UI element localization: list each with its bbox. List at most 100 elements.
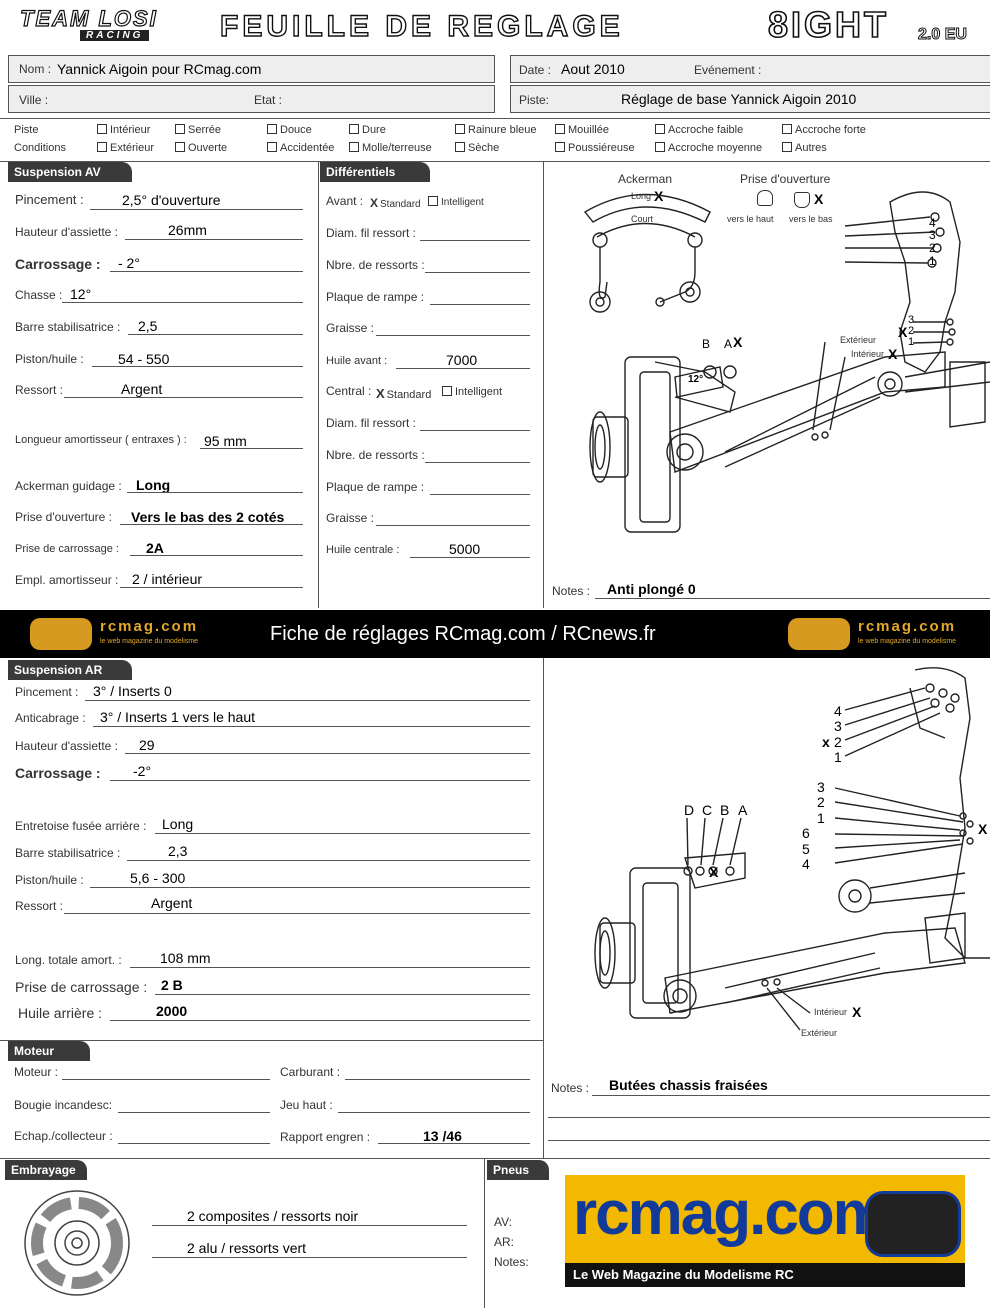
rd-top-num-1: 3 — [834, 718, 842, 734]
rear-suspension-drawing — [594, 667, 990, 1031]
ar-label-9: Prise de carrossage : — [15, 979, 148, 995]
diff-avant-intelligent[interactable]: Intelligent — [428, 196, 484, 208]
brand-bottom: RACING — [80, 30, 150, 41]
av-value-9: Vers le bas des 2 cotés — [131, 509, 285, 525]
ackerman-long-label: Long — [631, 191, 652, 201]
cond-row2-2[interactable]: Accidentée — [267, 142, 334, 154]
rcmag-banner: rcmag.com le web magazine du modelisme F… — [0, 610, 990, 658]
cond-row2-7[interactable]: Autres — [782, 142, 827, 154]
ar-value-3: -2° — [133, 763, 152, 779]
clutch-icon — [24, 1190, 130, 1296]
rear-notes-label: Notes : — [551, 1081, 590, 1095]
banner-logo-left: rcmag.com le web magazine du modelisme — [30, 614, 230, 654]
event-label: Evénement : — [694, 63, 762, 77]
rd-mid-num-5: 4 — [802, 856, 810, 872]
cond-row1-5[interactable]: Mouillée — [555, 124, 609, 136]
echap-label: Echap./collecteur : — [14, 1129, 113, 1143]
cond-row2-4[interactable]: Sèche — [455, 142, 499, 154]
ad-logo-text: rcmag.com — [573, 1179, 888, 1248]
embrayage-header: Embrayage — [5, 1160, 87, 1180]
fd-interieur: Intérieur — [851, 349, 885, 359]
rd-mid-num-2: 1 — [817, 810, 825, 826]
av-label-0: Pincement : — [15, 192, 84, 207]
ar-value-4: Long — [162, 816, 194, 832]
fd-a-label: A — [724, 337, 733, 351]
vers-haut-icon — [757, 190, 773, 206]
embrayage-line1: 2 composites / ressorts noir — [187, 1208, 359, 1224]
cond-row2-0[interactable]: Extérieur — [97, 142, 154, 154]
cond-row1-7[interactable]: Accroche forte — [782, 124, 866, 136]
ville-label: Ville : — [19, 93, 49, 107]
ar-label-7: Ressort : — [15, 899, 64, 913]
cond-row2-5[interactable]: Poussiéreuse — [555, 142, 635, 154]
diff-central-intelligent[interactable]: Intelligent — [442, 386, 502, 398]
av-value-5: 54 - 550 — [118, 351, 170, 367]
info-nom-box: Nom : Yannick Aigoin pour RCmag.com — [8, 55, 495, 83]
av-value-3: 12° — [70, 286, 92, 302]
conditions-piste-label: Piste — [14, 124, 39, 136]
rear-notes-value: Butées chassis fraisées — [609, 1077, 768, 1093]
cond-row1-3[interactable]: Dure — [349, 124, 386, 136]
banner-logo-left-sub: le web magazine du modelisme — [100, 638, 199, 645]
cond-row1-0[interactable]: Intérieur — [97, 124, 150, 136]
ar-label-3: Carrossage : — [15, 765, 101, 781]
differentiels-header: Différentiels — [320, 162, 430, 182]
diff-plaque-label-1: Plaque de rampe : — [326, 290, 425, 304]
info-ville-box: Ville : Etat : — [8, 85, 495, 113]
piste-value: Réglage de base Yannick Aigoin 2010 — [621, 91, 857, 107]
rd-mid-num-0: 3 — [817, 779, 825, 795]
av-label-5: Piston/huile : — [15, 352, 84, 366]
diff-central-label: Central : — [326, 384, 372, 398]
suspension-ar-header: Suspension AR — [8, 660, 132, 680]
fd-mid-num-0: 3 — [908, 314, 915, 326]
fd-mid-num-2: 1 — [908, 336, 915, 348]
model-suffix: 2.0 EU — [918, 26, 968, 44]
av-label-1: Hauteur d'assiette : — [15, 225, 119, 239]
av-label-8: Ackerman guidage : — [15, 479, 122, 493]
fd-top-num-0: 4 — [929, 216, 936, 230]
fd-mid-mark: X — [898, 324, 908, 340]
cond-row2-3[interactable]: Molle/terreuse — [349, 142, 432, 154]
banner-text: Fiche de réglages RCmag.com / RCnews.fr — [270, 623, 656, 645]
embrayage-top-rule — [0, 1158, 990, 1159]
av-label-11: Empl. amortisseur : — [15, 573, 119, 587]
embrayage-pneus-divider — [484, 1158, 485, 1308]
diff-diam-label-2: Diam. fil ressort : — [326, 416, 417, 430]
ar-value-2: 29 — [139, 737, 155, 753]
vers-bas-icon — [794, 192, 810, 208]
rd-top-mark: x — [822, 734, 830, 750]
av-value-11: 2 / intérieur — [132, 571, 203, 587]
rd-interieur-mark: X — [852, 1004, 862, 1020]
ar-value-0: 3° / Inserts 0 — [93, 683, 172, 699]
cond-row2-1[interactable]: Ouverte — [175, 142, 227, 154]
rd-mid-num-4: 5 — [802, 841, 810, 857]
banner-logo-left-text: rcmag.com — [100, 618, 199, 635]
pneus-av-label: AV: — [494, 1215, 513, 1229]
rd-letter-1: C — [702, 802, 713, 818]
diff-huile-centrale-value: 5000 — [449, 541, 481, 557]
ad-car-icon — [865, 1191, 961, 1257]
av-value-7: 95 mm — [204, 433, 247, 449]
ar-value-9: 2 B — [161, 977, 183, 993]
diff-nbre-label-2: Nbre. de ressorts : — [326, 448, 425, 462]
av-label-7: Longueur amortisseur ( entraxes ) : — [15, 434, 187, 446]
diff-huile-avant-label: Huile avant : — [326, 355, 388, 367]
av-value-1: 26mm — [168, 222, 207, 238]
ar-label-0: Pincement : — [15, 685, 79, 699]
cond-row1-2[interactable]: Douce — [267, 124, 312, 136]
ackerman-court-label: Court — [631, 214, 654, 224]
cond-row1-1[interactable]: Serrée — [175, 124, 221, 136]
rd-top-num-0: 4 — [834, 703, 842, 719]
cond-row2-6[interactable]: Accroche moyenne — [655, 142, 762, 154]
rd-letter-0: D — [684, 802, 695, 818]
rd-interieur: Intérieur — [814, 1007, 848, 1017]
cond-row1-4[interactable]: Rainure bleue — [455, 124, 537, 136]
ackerman-label: Ackerman — [618, 172, 673, 186]
cond-row1-6[interactable]: Accroche faible — [655, 124, 743, 136]
vers-bas-label: vers le bas — [789, 214, 833, 224]
fd-a-mark: X — [733, 334, 743, 350]
suspension-av-header: Suspension AV — [8, 162, 132, 182]
ar-label-1: Anticabrage : — [15, 711, 86, 725]
